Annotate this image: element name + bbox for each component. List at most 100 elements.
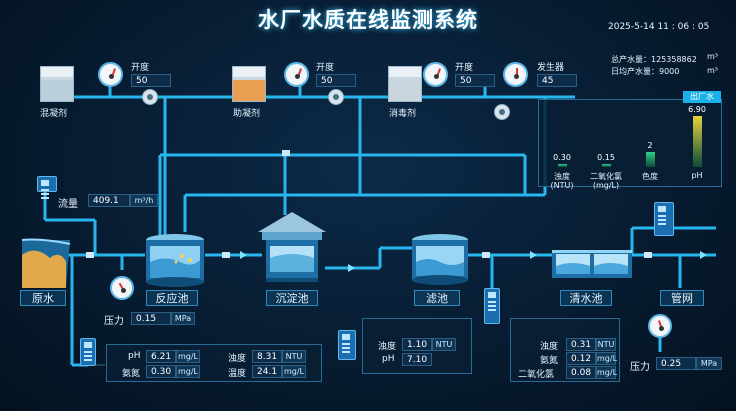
raw-analyzer-icon[interactable]	[80, 338, 96, 366]
generator-gauge-icon	[503, 62, 528, 87]
outlet-analyzer-icon[interactable]	[654, 202, 674, 236]
raw-ph-value: 6.21	[146, 350, 176, 363]
chart-value-label-2: 2	[647, 141, 653, 151]
disinfectant-gauge-icon	[423, 62, 448, 87]
disinfectant-pump-icon[interactable]	[494, 104, 510, 120]
clear-out-valve-icon[interactable]	[644, 252, 652, 258]
raw-ammonia-value: 0.30	[146, 365, 176, 378]
coagulant-aid-opening-label: 开度	[316, 63, 335, 73]
coagulant-aid-liquid	[233, 79, 265, 101]
generator-value[interactable]: 45	[537, 74, 577, 87]
raw-valve-icon[interactable]	[86, 252, 94, 258]
stage-network[interactable]: 管网	[660, 290, 704, 306]
raw-temp-unit: mg/L	[282, 365, 306, 378]
raw-ph-label: pH	[128, 351, 141, 361]
raw-turbidity-unit: NTU	[282, 350, 306, 363]
chart-bar-1	[602, 164, 611, 167]
chart-bar-3	[693, 115, 702, 167]
filter-turbidity-unit: NTU	[432, 338, 456, 351]
datetime-display: 2025-5-14 11 : 06 : 05	[608, 22, 710, 32]
coagulant-aid-pump-icon[interactable]	[328, 89, 344, 105]
clear-chlorine-unit: mg/L	[596, 366, 618, 379]
chart-category-unit-1: (mg/L)	[592, 181, 620, 190]
flow-unit: m³/h	[130, 194, 158, 207]
production-summary: 总产水量：125358862 日均产水量：9000	[611, 54, 697, 78]
clear-turbidity-unit: NTU	[596, 338, 616, 351]
chart-value-label-1: 0.15	[597, 153, 615, 162]
disinfectant-tank[interactable]	[388, 66, 422, 102]
chart-category-label-0: 浊度	[554, 172, 570, 181]
coagulant-pump-icon[interactable]	[142, 89, 158, 105]
coagulant-liquid	[41, 79, 73, 101]
clear-turbidity-label: 浊度	[540, 342, 559, 352]
raw-ph-unit: mg/L	[176, 350, 200, 363]
stage-reaction-tank[interactable]: 反应池	[146, 290, 198, 306]
filter-turbidity-label: 浊度	[378, 342, 397, 352]
coagulant-label: 混凝剂	[40, 109, 68, 119]
outlet-water-chart	[538, 99, 722, 187]
clear-ammonia-value: 0.12	[566, 352, 596, 365]
filter-ph-value: 7.10	[402, 353, 432, 366]
disinfectant-opening-label: 开度	[455, 63, 474, 73]
daily-water-unit: m³	[707, 66, 718, 75]
raw-ammonia-unit: mg/L	[176, 365, 200, 378]
coagulant-aid-label: 助凝剂	[233, 109, 261, 119]
clear-chlorine-value: 0.08	[566, 366, 596, 379]
flow-meter-icon[interactable]	[37, 176, 57, 192]
stage-filter-tank[interactable]: 滤池	[414, 290, 460, 306]
raw-temp-label: 温度	[228, 369, 247, 379]
coagulant-aid-opening-value[interactable]: 50	[316, 74, 356, 87]
stage-clear-tank[interactable]: 清水池	[560, 290, 612, 306]
total-water-unit: m³	[707, 52, 718, 61]
clear-chlorine-label: 二氧化氯	[518, 370, 555, 380]
filter-tank-graphic	[412, 234, 468, 285]
coagulant-gauge-icon	[98, 62, 123, 87]
mid-valve-icon[interactable]	[282, 150, 290, 156]
filter-sensor-icon[interactable]	[484, 288, 500, 324]
network-pressure-unit: MPa	[696, 357, 722, 370]
stage-sediment-tank[interactable]: 沉淀池	[266, 290, 318, 306]
raw-water-basin	[21, 238, 71, 288]
raw-pressure-gauge-icon	[110, 276, 134, 300]
clear-tank-graphic	[552, 250, 632, 278]
raw-turbidity-label: 浊度	[228, 354, 247, 364]
reaction-valve-icon[interactable]	[222, 252, 230, 258]
total-water-value: 125358862	[651, 55, 697, 64]
filter-analyzer-icon[interactable]	[338, 330, 356, 360]
flow-label: 流量	[58, 199, 78, 210]
clear-turbidity-value: 0.31	[566, 338, 596, 351]
generator-label: 发生器	[537, 63, 565, 73]
chart-title: 出厂水	[683, 91, 721, 103]
chart-bar-0	[558, 164, 567, 167]
reaction-tank-graphic	[146, 234, 204, 287]
raw-pressure-label: 压力	[104, 316, 124, 327]
daily-water-value: 9000	[659, 67, 680, 76]
coagulant-aid-gauge-icon	[284, 62, 309, 87]
chart-category-label-1: 二氧化氯	[590, 172, 622, 181]
page-title: 水厂水质在线监测系统	[258, 8, 478, 32]
filter-ph-label: pH	[382, 354, 395, 364]
disinfectant-opening-value[interactable]: 50	[455, 74, 495, 87]
filter-out-valve-icon[interactable]	[482, 252, 490, 258]
stage-raw-water[interactable]: 原水	[20, 290, 66, 306]
clear-ammonia-label: 氨氮	[540, 356, 559, 366]
coagulant-aid-tank[interactable]	[232, 66, 266, 102]
clear-ammonia-unit: mg/L	[596, 352, 618, 365]
network-pressure-value: 0.25	[656, 357, 696, 370]
raw-temp-value: 24.1	[252, 365, 282, 378]
chart-bar-2	[646, 152, 655, 167]
coagulant-tank[interactable]	[40, 66, 74, 102]
total-water-label: 总产水量：	[611, 55, 651, 64]
raw-ammonia-label: 氨氮	[122, 369, 141, 379]
chart-value-label-3: 6.90	[688, 104, 706, 114]
network-pressure-label: 压力	[630, 362, 650, 373]
raw-pressure-value: 0.15	[131, 312, 171, 325]
coagulant-opening-value[interactable]: 50	[131, 74, 171, 87]
disinfectant-liquid	[389, 79, 421, 101]
raw-pressure-unit: MPa	[171, 312, 195, 325]
chart-value-label-0: 0.30	[553, 153, 571, 162]
raw-turbidity-value: 8.31	[252, 350, 282, 363]
chart-category-label-3: pH	[691, 171, 703, 180]
chart-category-unit-0: (NTU)	[550, 181, 574, 190]
